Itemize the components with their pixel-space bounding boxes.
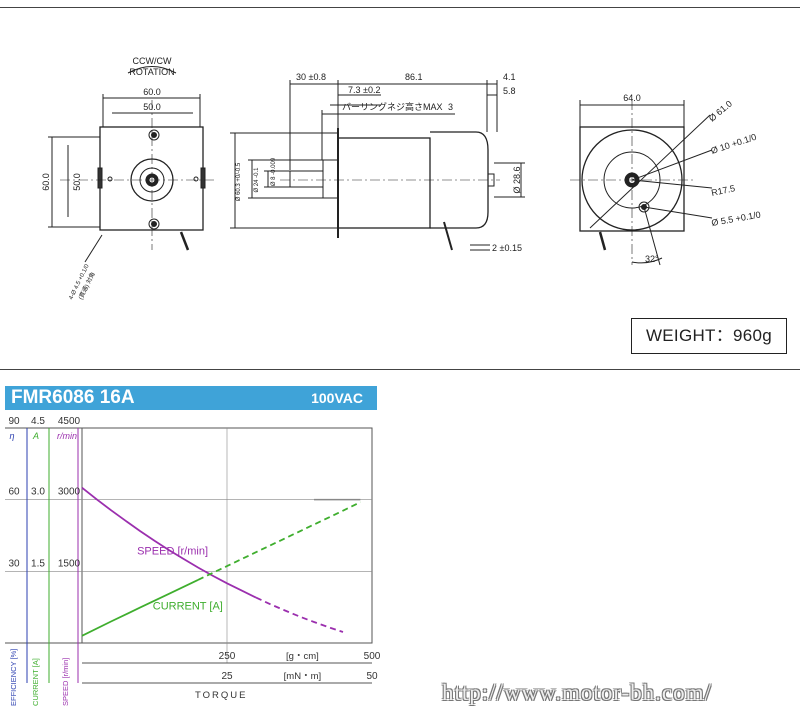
y-axis-symbol: A [32,431,39,441]
rear-view [570,100,713,266]
side-screw-note: バーリングネジ高さMAX [342,101,443,112]
watermark-url: http://www.motor-bh.com/ [442,680,712,705]
side-screw-value: 3 [448,102,453,112]
side-view [230,80,525,251]
rotation-label-2: ROTATION [129,67,174,77]
chart-axes [5,427,372,684]
current-curve-dashed [197,501,361,581]
chart-banner: FMR6086 16A 100VAC [5,386,377,410]
y-tick-label: 4.5 [31,416,45,427]
dim-side-d603: Ø 60.3 +0/-0.5 [236,162,242,201]
dim-side-d286: Ø 28.6 [512,166,522,193]
y-axis-title: SPEED [r/min] [61,658,70,706]
chart-series [81,486,361,637]
technical-drawing: CCW/CW ROTATION 60.0 50.0 60.0 50.0 4-Ø … [41,56,761,301]
x-axis-unit: [g・cm] [286,651,319,662]
dim-side-58: 5.8 [503,86,516,96]
front-view [48,66,215,263]
y-axis-symbol: r/min [57,431,77,441]
y-axis-title: CURRENT [A] [31,658,40,706]
dim-front-side-50: 50.0 [72,173,82,191]
voltage-label: 100VAC [311,390,363,406]
current-series-label: CURRENT [A] [153,601,223,613]
top-border-line [0,7,800,8]
dim-side-41: 4.1 [503,72,516,82]
x-tick-label: 50 [366,671,378,682]
dim-side-2: 2 ±0.15 [492,243,522,253]
dim-side-d8: Ø 8 -0.009 [271,157,277,186]
y-tick-label: 4500 [58,416,81,427]
weight-box: WEIGHT：960g [631,318,787,354]
y-tick-label: 3.0 [31,487,45,498]
x-tick-label: 500 [364,651,381,662]
dim-rear-32deg: 32° [645,254,659,264]
x-axis-unit: [mN・m] [284,671,321,682]
y-tick-label: 30 [8,558,20,569]
speed-series-label: SPEED [r/min] [137,546,208,558]
dim-side-30: 30 ±0.8 [296,72,326,82]
current-curve-solid [81,579,199,637]
dim-front-50: 50.0 [143,102,161,112]
dim-rear-64: 64.0 [623,93,641,103]
x-tick-label: 250 [219,651,236,662]
dim-side-86: 86.1 [405,72,423,82]
y-axis-symbol: η [10,431,15,441]
speed-curve-solid [81,486,257,599]
model-name: FMR6086 16A [11,387,135,408]
dim-side-d24: Ø 24 -0.1 [254,167,260,193]
dim-front-60: 60.0 [143,87,161,97]
speed-curve-dashed [255,596,344,633]
dim-rear-r175: R17.5 [710,183,736,198]
y-tick-label: 1500 [58,558,81,569]
x-axis-title: TORQUE [195,690,247,701]
chart-grid [5,427,373,663]
section-divider [0,369,800,370]
rotation-label-1: CCW/CW [133,56,172,66]
dim-front-side-60: 60.0 [41,173,51,191]
x-tick-label: 25 [221,671,233,682]
y-axis-title: EFFICIENCY [%] [9,649,18,706]
y-tick-label: 1.5 [31,558,45,569]
y-tick-label: 60 [8,487,20,498]
y-tick-label: 90 [8,416,20,427]
dim-side-73: 7.3 ±0.2 [348,85,380,95]
y-tick-label: 3000 [58,487,81,498]
